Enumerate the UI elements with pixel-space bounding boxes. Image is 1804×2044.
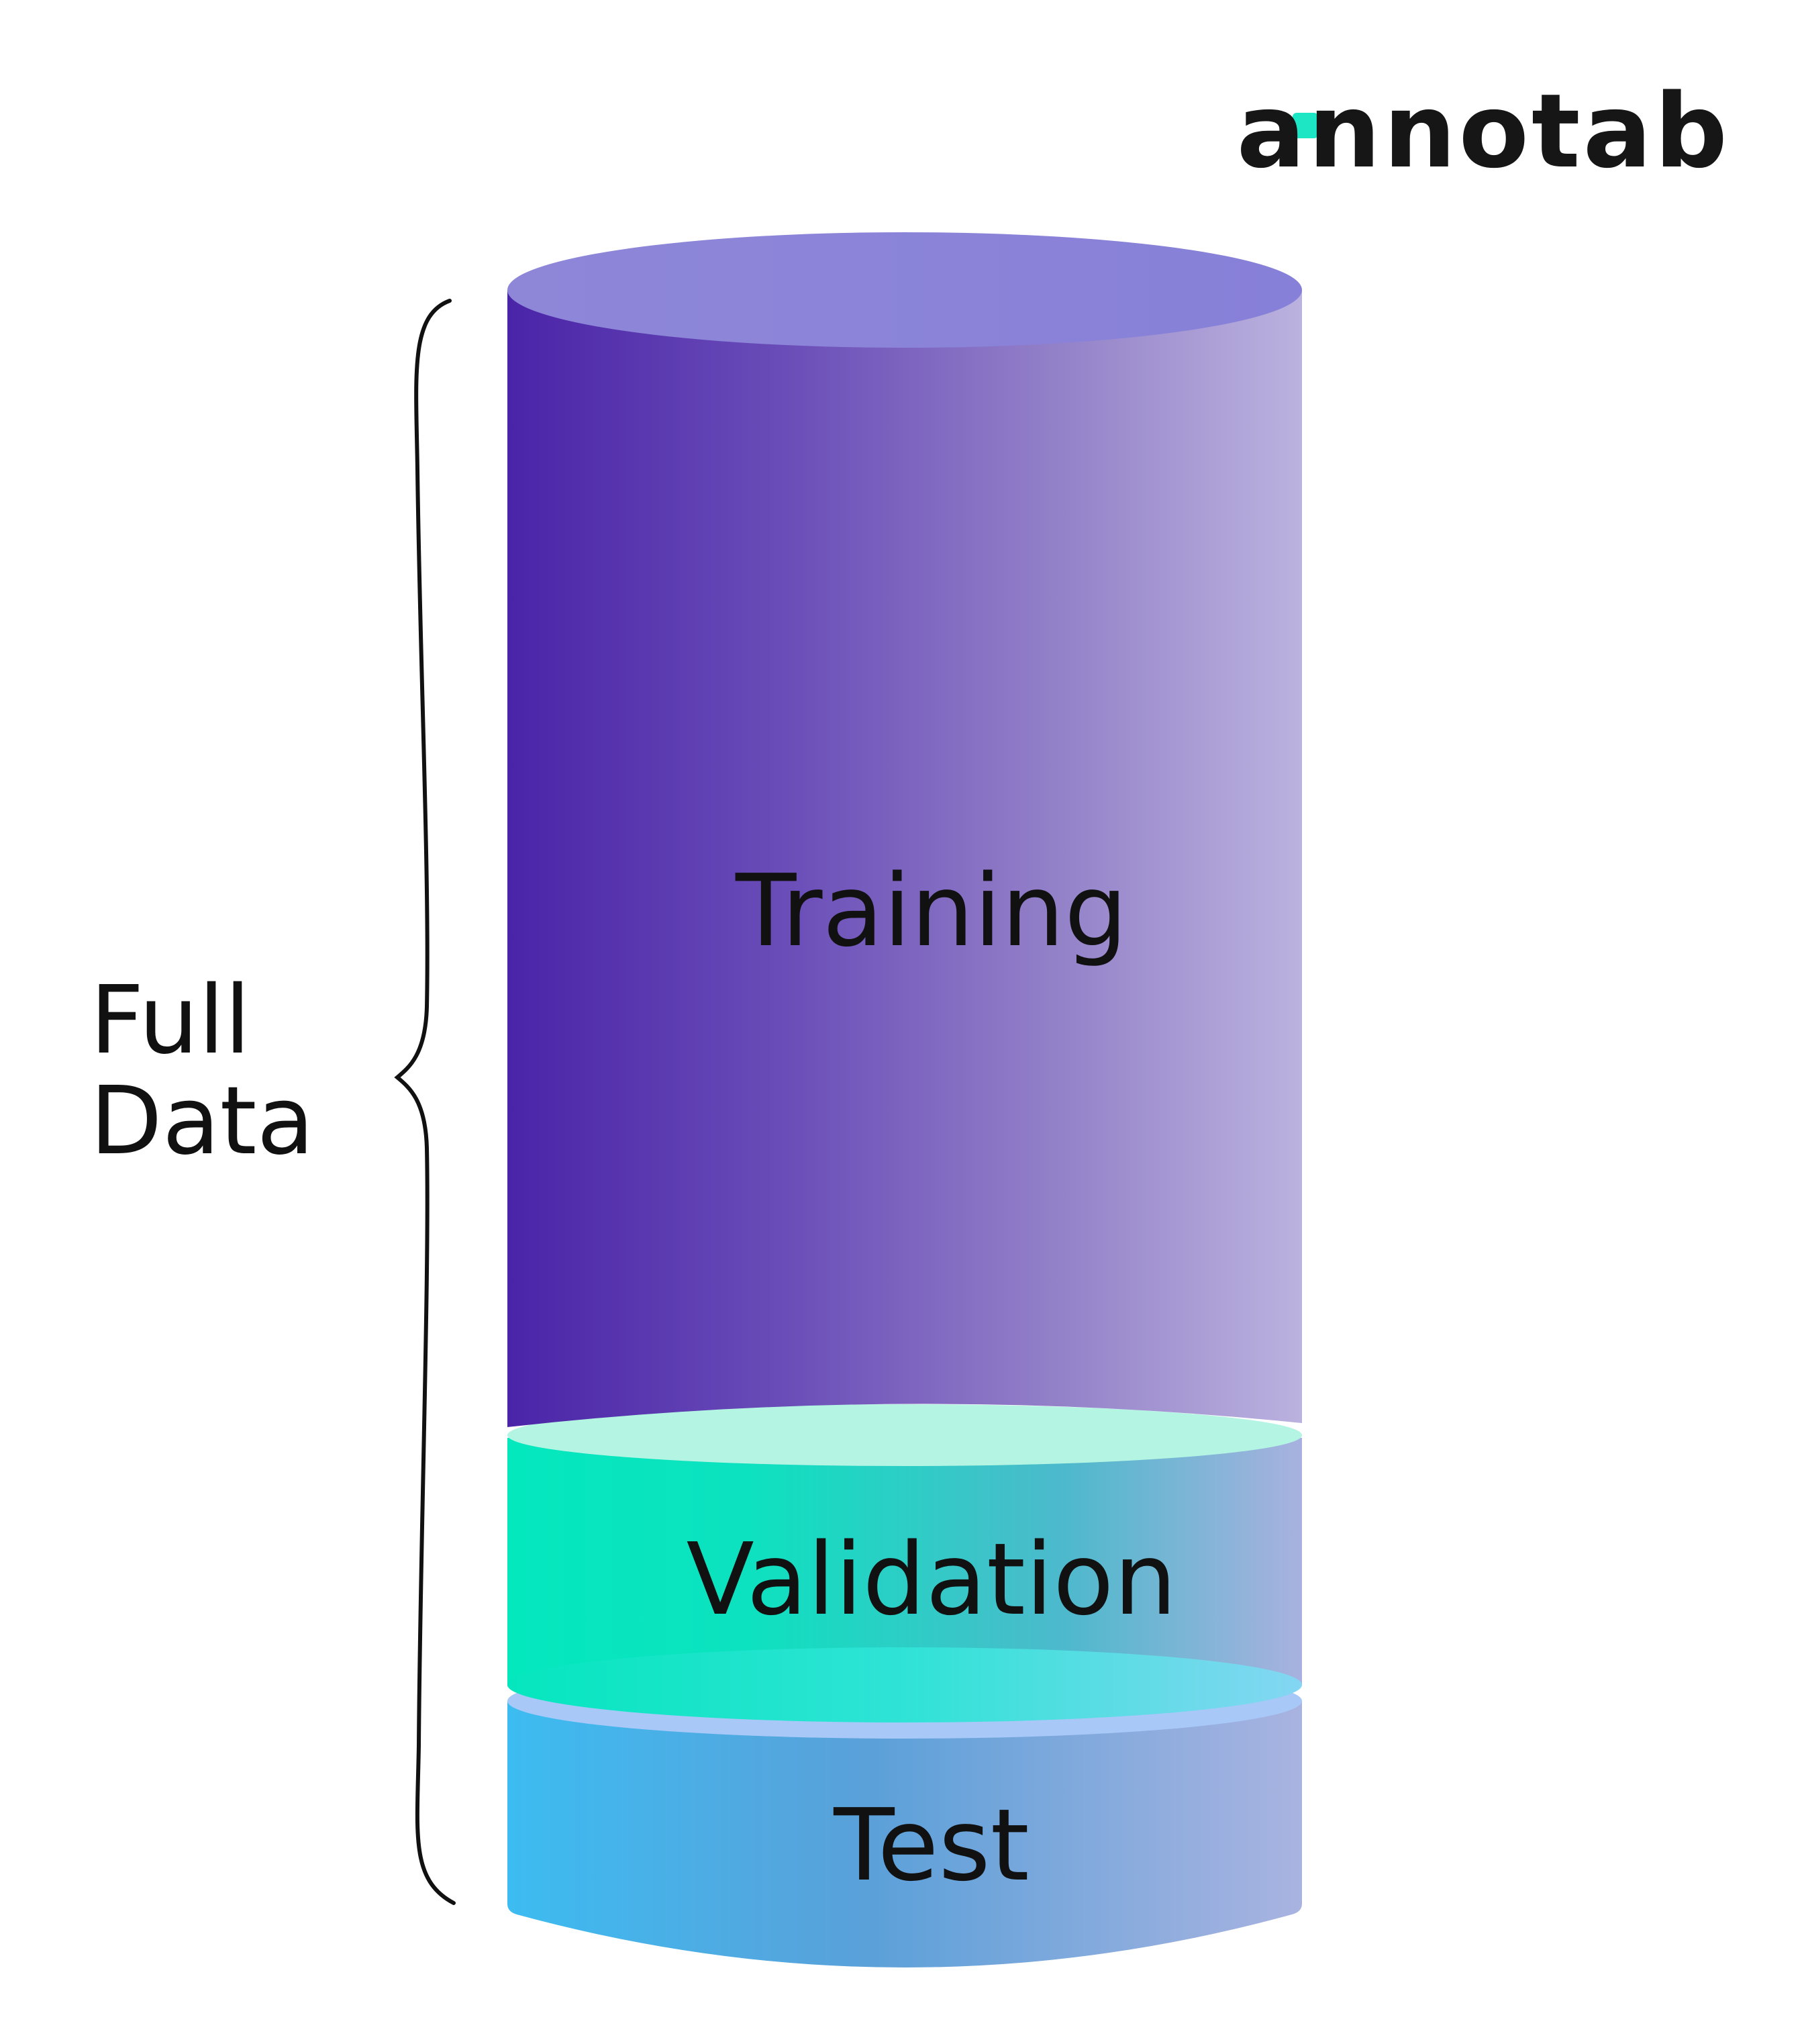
full-data-label-line2: Data xyxy=(90,1067,314,1176)
training-top-cap xyxy=(507,232,1302,348)
annotab-logo: annotab xyxy=(1237,72,1730,191)
test-cylinder-body xyxy=(507,1701,1302,1967)
logo-accent-mark xyxy=(1293,113,1318,138)
validation-label: Validation xyxy=(687,1522,1177,1637)
validation-cylinder-body xyxy=(507,1438,1302,1685)
full-data-label: Full Data xyxy=(90,966,314,1176)
test-label: Test xyxy=(833,1788,1029,1903)
training-segment: Training xyxy=(507,232,1302,1427)
validation-bottom-rim xyxy=(507,1647,1302,1722)
training-cylinder-body xyxy=(507,290,1302,1427)
training-label: Training xyxy=(735,853,1128,969)
validation-top-rim xyxy=(507,1404,1302,1466)
logo-wordmark: annotab xyxy=(1237,72,1730,191)
full-data-label-line1: Full xyxy=(90,966,250,1075)
validation-segment: Validation xyxy=(507,1404,1302,1722)
full-data-brace xyxy=(394,299,456,1905)
